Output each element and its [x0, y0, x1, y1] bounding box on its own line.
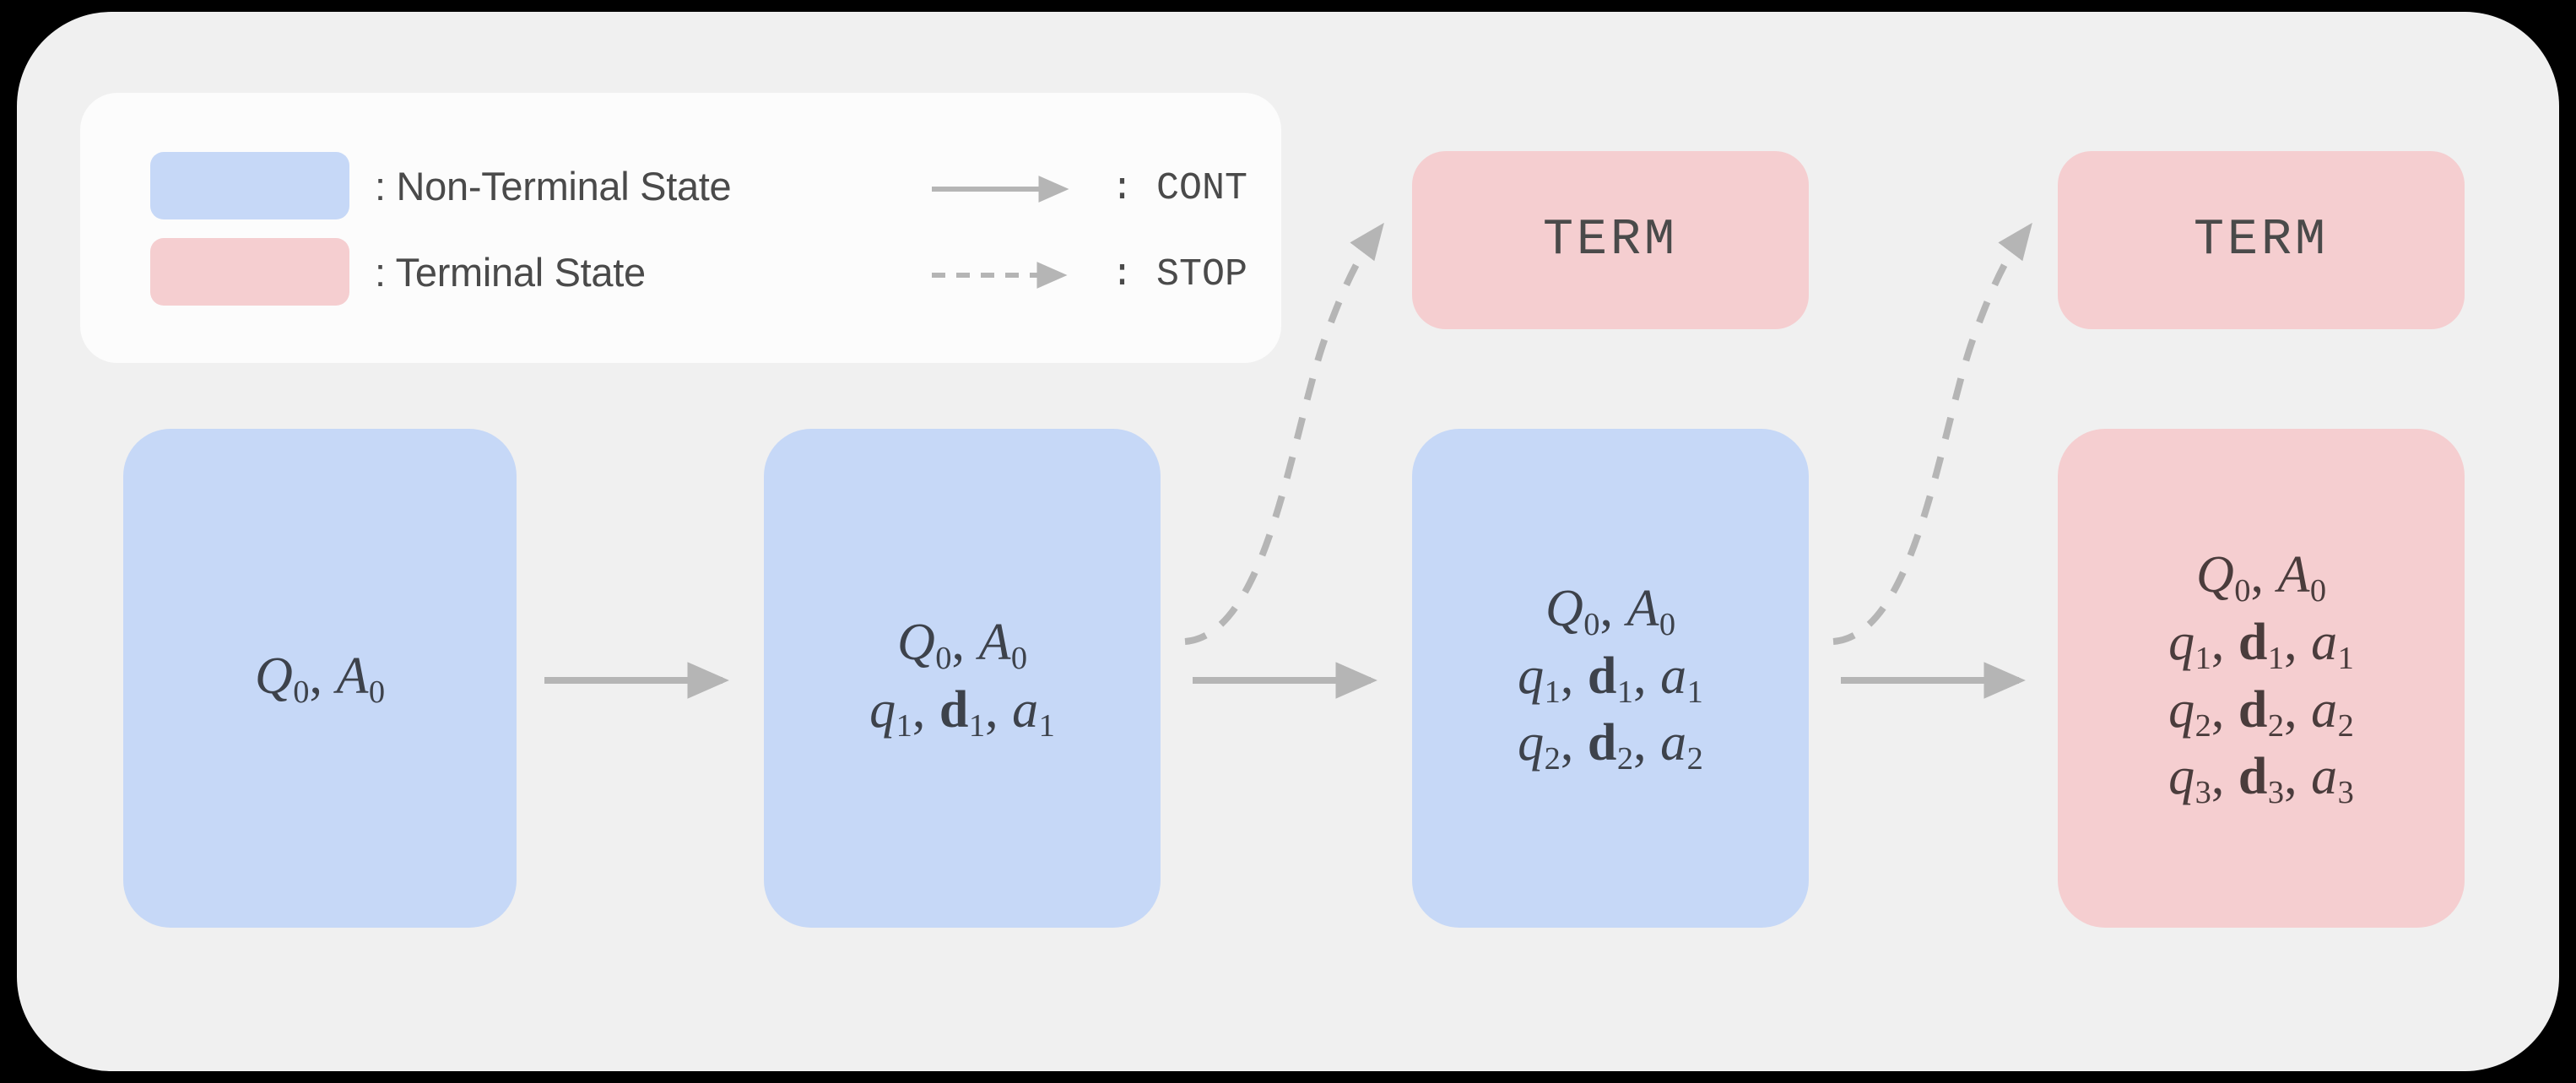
math-line: q1, d1, a1: [2168, 613, 2354, 676]
math-line: Q0, A0: [254, 647, 386, 710]
math-line: Q0, A0: [1545, 580, 1676, 642]
legend-key-cont: : CONT: [928, 167, 1247, 210]
math-line: Q0, A0: [896, 613, 1028, 676]
node-term2[interactable]: TERM: [2058, 151, 2465, 329]
math-line: Q0, A0: [2195, 546, 2327, 609]
term-label: TERM: [1542, 211, 1679, 269]
legend-entry-label: : Non-Terminal State: [375, 163, 732, 208]
math-line: q2, d2, a2: [2168, 680, 2354, 744]
dashed-arrow-icon: [932, 261, 1068, 289]
legend-card: : Non-Terminal State : Terminal State : …: [80, 93, 1281, 363]
math-line: q1, d1, a1: [1518, 647, 1703, 710]
math-line: q1, d1, a1: [869, 680, 1055, 744]
legend-key-label: : CONT: [1111, 167, 1248, 210]
node-s0[interactable]: Q0, A0: [123, 429, 517, 928]
legend-entry-label: : Terminal State: [375, 249, 646, 295]
solid-arrow-icon: [932, 175, 1069, 203]
legend-key-label: : STOP: [1111, 253, 1248, 296]
blue-swatch-icon: [150, 152, 349, 219]
math-line: q2, d2, a2: [1518, 714, 1703, 777]
term-label: TERM: [2193, 211, 2330, 269]
legend-entry-terminal: : Terminal State: [150, 238, 646, 306]
legend-entry-non-terminal: : Non-Terminal State: [150, 152, 732, 219]
pink-swatch-icon: [150, 238, 349, 306]
math-line: q3, d3, a3: [2168, 748, 2354, 810]
node-term1[interactable]: TERM: [1412, 151, 1809, 329]
legend-key-stop: : STOP: [928, 253, 1247, 296]
